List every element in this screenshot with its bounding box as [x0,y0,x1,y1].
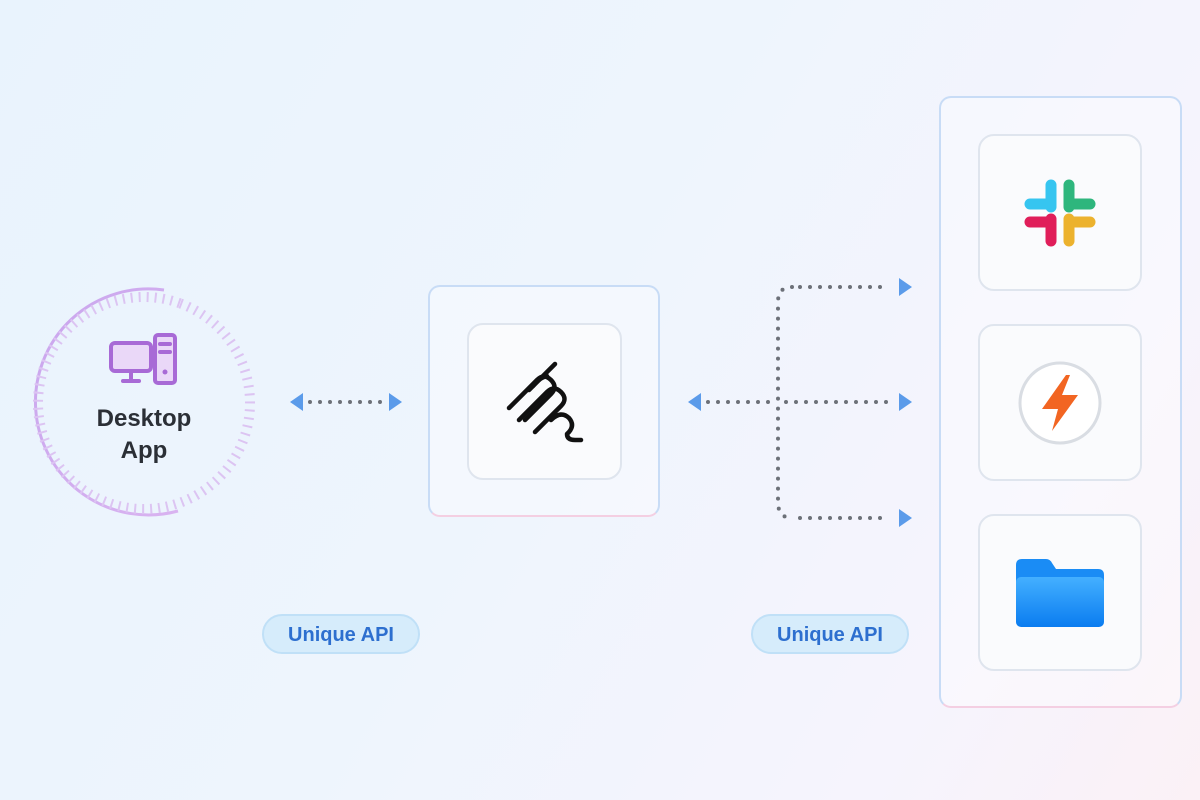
arrow-right-icon [899,393,912,411]
arrow-right-icon [389,393,402,411]
desktop-label-line1: Desktop [96,405,192,432]
slack-logo-icon [1024,179,1096,246]
unique-api-badge-right: Unique API [751,614,909,654]
arrow-right-icon [899,278,912,296]
desktop-ring [33,287,255,517]
arrow-right-icon [899,509,912,527]
lightning-bolt-icon [1018,361,1102,444]
desktop-app-label: Desktop App [79,403,209,467]
desktop-app-node[interactable]: Desktop App [28,287,260,519]
folder-icon [1016,558,1104,627]
desktop-label-line2: App [120,437,168,464]
hub-tile[interactable] [467,323,622,480]
paperclip-logo-icon [506,361,583,442]
right-dotted-branch [776,285,794,520]
desktop-computer-icon [109,333,177,385]
arrow-left-icon [290,393,303,411]
arrow-left-icon [688,393,701,411]
unique-api-badge-left: Unique API [262,614,420,654]
service-tile-slack[interactable] [978,134,1142,291]
service-tile-bolt[interactable] [978,324,1142,481]
service-tile-files[interactable] [978,514,1142,671]
